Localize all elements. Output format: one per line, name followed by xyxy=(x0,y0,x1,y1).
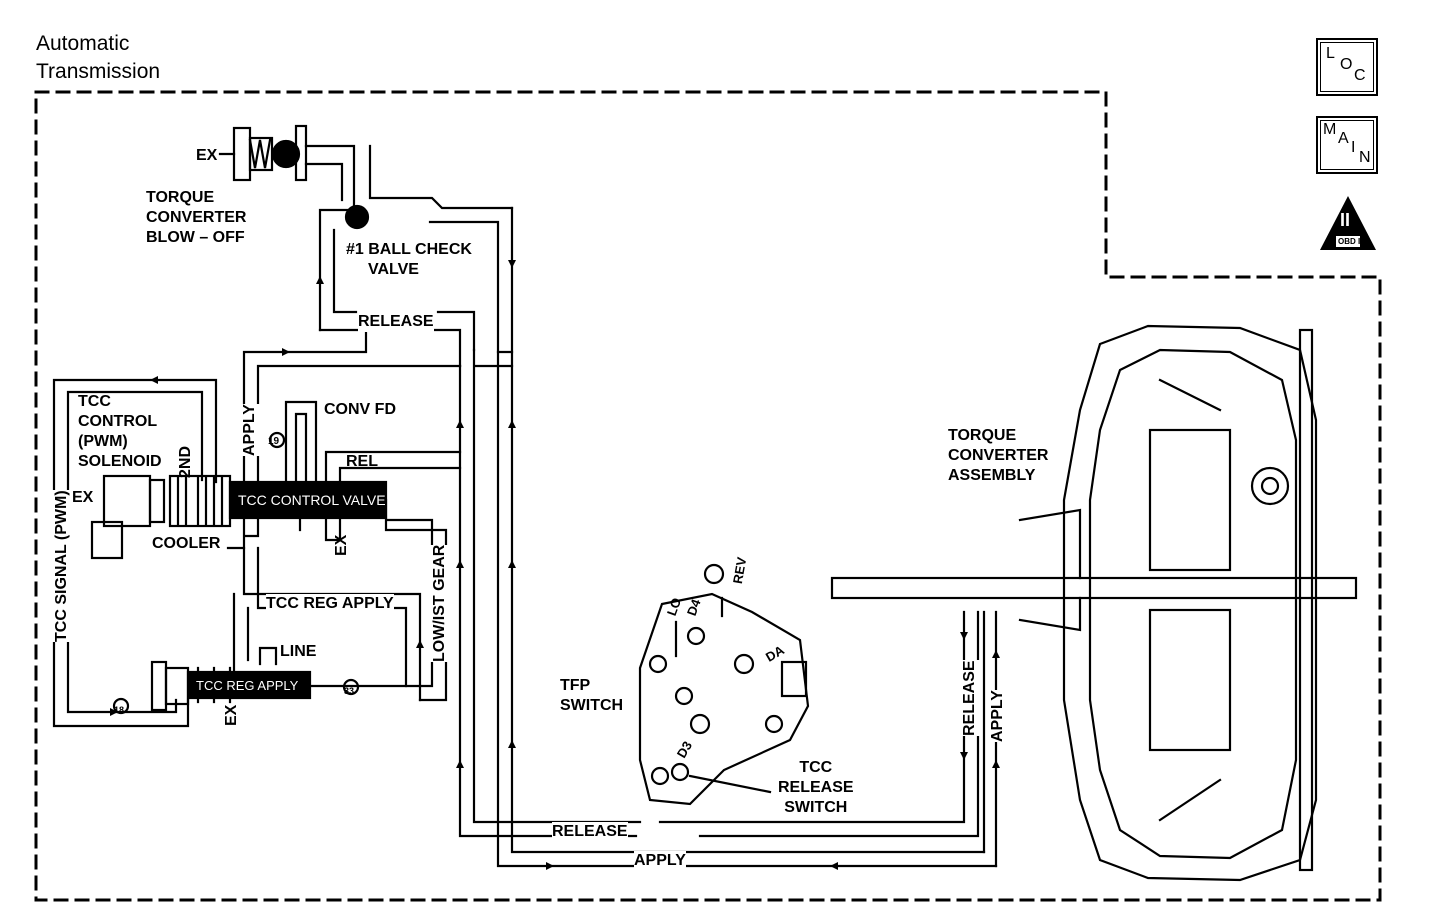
label-ball-check: #1 BALL CHECK VALVE xyxy=(346,240,472,280)
blowoff-line-1: TORQUE xyxy=(146,189,215,206)
tfp-line-1: TFP xyxy=(560,677,591,694)
label-orifice-18: 18 xyxy=(114,705,125,715)
label-ex-bottom: EX xyxy=(223,704,240,726)
solenoid-line-4: SOLENOID xyxy=(78,453,162,470)
release-switch-line-1: TCC xyxy=(799,759,833,776)
main-icon[interactable]: M A I N xyxy=(1316,116,1378,174)
title-line-2: Transmission xyxy=(36,60,161,83)
solenoid-line-2: CONTROL xyxy=(78,413,158,430)
ball-check-line-1: #1 BALL CHECK xyxy=(346,241,472,258)
main-letter-a: A xyxy=(1338,130,1349,147)
torque-converter-body xyxy=(830,324,1358,882)
main-letter-i: I xyxy=(1351,139,1356,156)
label-release-top: RELEASE xyxy=(358,312,434,332)
release-switch-line-3: SWITCH xyxy=(784,799,848,816)
main-letter-n: N xyxy=(1359,149,1371,166)
loc-letter-o: O xyxy=(1340,56,1353,73)
transmission-boundary xyxy=(34,90,1382,902)
label-apply-right: APPLY xyxy=(988,690,1008,742)
tfp-switch-body xyxy=(638,563,810,806)
label-release-bottom: RELEASE xyxy=(552,822,628,842)
label-apply-bottom: APPLY xyxy=(634,851,686,871)
label-tcc-reg-apply: TCC REG APPLY xyxy=(266,594,394,614)
blowoff-valve xyxy=(218,124,308,182)
converter-line-3: ASSEMBLY xyxy=(948,467,1036,484)
label-tcc-control-solenoid: TCC CONTROL (PWM) SOLENOID xyxy=(78,392,162,472)
tfp-line-2: SWITCH xyxy=(560,697,624,714)
label-tfp-switch: TFP SWITCH xyxy=(560,676,623,716)
obd-caption: OBD II xyxy=(1338,237,1363,246)
loc-letter-c: C xyxy=(1354,67,1366,84)
label-rel: REL xyxy=(346,453,378,470)
title-line-1: Automatic xyxy=(36,32,130,55)
label-tcc-control-valve: TCC CONTROL VALVE xyxy=(238,492,386,508)
blowoff-line-2: CONVERTER xyxy=(146,209,247,226)
label-ex-top: EX xyxy=(196,147,218,164)
ball-check-line-2: VALVE xyxy=(368,261,419,278)
label-orifice-19: 19 xyxy=(268,436,280,447)
tcc-reg-apply-valve-body xyxy=(150,660,312,712)
label-cooler: COOLER xyxy=(152,535,221,552)
label-torque-converter: TORQUE CONVERTER ASSEMBLY xyxy=(948,426,1048,486)
blowoff-line-3: BLOW – OFF xyxy=(146,229,245,246)
label-low-gear: LOW/IST GEAR xyxy=(430,544,450,662)
loc-icon[interactable]: L O C xyxy=(1316,38,1378,96)
solenoid-line-1: TCC xyxy=(78,393,111,410)
label-tcc-release-switch: TCC RELEASE SWITCH xyxy=(778,758,854,818)
label-ex-left: EX xyxy=(72,489,94,506)
tcc-control-valve-body xyxy=(90,474,388,560)
label-release-right: RELEASE xyxy=(960,660,980,736)
label-apply-vertical: APPLY xyxy=(240,404,260,456)
obd-numeral: II xyxy=(1340,210,1351,230)
label-ex-mid: EX xyxy=(333,534,350,556)
loc-letter-l: L xyxy=(1326,45,1335,62)
obd-ii-icon[interactable]: II OBD II xyxy=(1318,194,1378,252)
label-blowoff: TORQUE CONVERTER BLOW – OFF xyxy=(146,188,246,248)
label-line: LINE xyxy=(280,643,317,660)
solenoid-line-3: (PWM) xyxy=(78,433,128,450)
converter-line-1: TORQUE xyxy=(948,427,1017,444)
label-2nd: 2ND xyxy=(177,445,194,478)
label-tcc-signal: TCC SIGNAL (PWM) xyxy=(52,490,72,642)
label-orifice-33: 33 xyxy=(344,686,355,696)
page-title: Automatic Transmission xyxy=(36,30,160,86)
converter-line-2: CONVERTER xyxy=(948,447,1049,464)
label-tcc-reg-apply-valve: TCC REG APPLY xyxy=(196,678,299,693)
label-conv-fd: CONV FD xyxy=(324,401,396,418)
release-switch-line-2: RELEASE xyxy=(778,779,854,796)
main-letter-m: M xyxy=(1323,121,1337,138)
